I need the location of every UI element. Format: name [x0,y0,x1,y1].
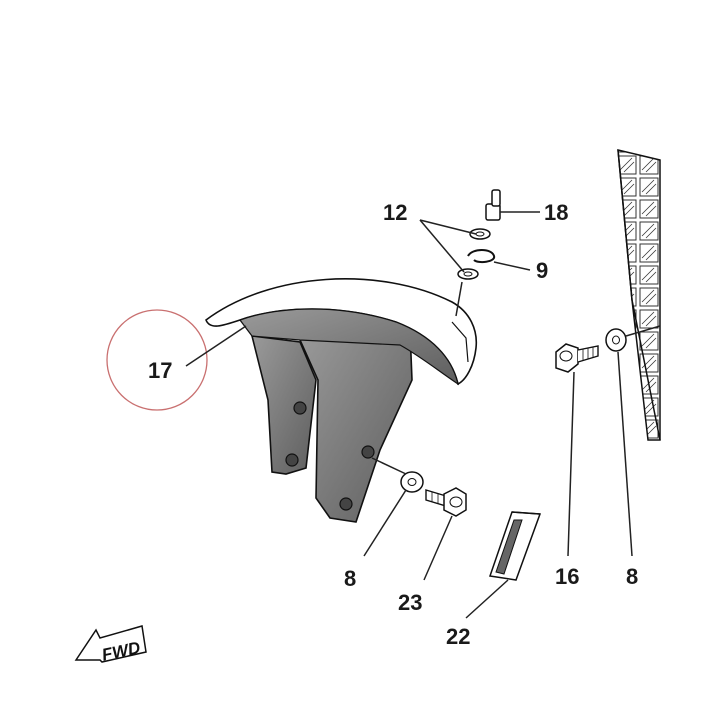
pin-18 [485,189,501,221]
pad-22 [488,511,542,581]
callout-17: 17 [148,358,172,383]
callout-12: 12 [383,200,407,225]
callout-16: 16 [555,564,579,589]
callout-8-lower: 8 [344,566,356,591]
bolt-16 [555,343,599,373]
leader-lines [185,211,661,619]
frame-section [617,149,661,441]
bolt-23 [425,487,467,517]
front-fender [205,278,478,523]
washer-8-right [605,328,627,352]
washer-8-lower [400,471,424,493]
fwd-arrow: FWD [74,625,147,665]
callout-8-right: 8 [626,564,638,589]
washer-12-bottom [457,268,479,280]
callout-22: 22 [446,624,470,649]
callout-23: 23 [398,590,422,615]
clip-9 [467,249,496,264]
callout-18: 18 [544,200,568,225]
highlight-circle [106,309,208,411]
callout-9: 9 [536,258,548,283]
washer-12-top [469,228,491,240]
callout-labels: 17 12 18 9 8 23 22 16 8 [148,200,638,649]
